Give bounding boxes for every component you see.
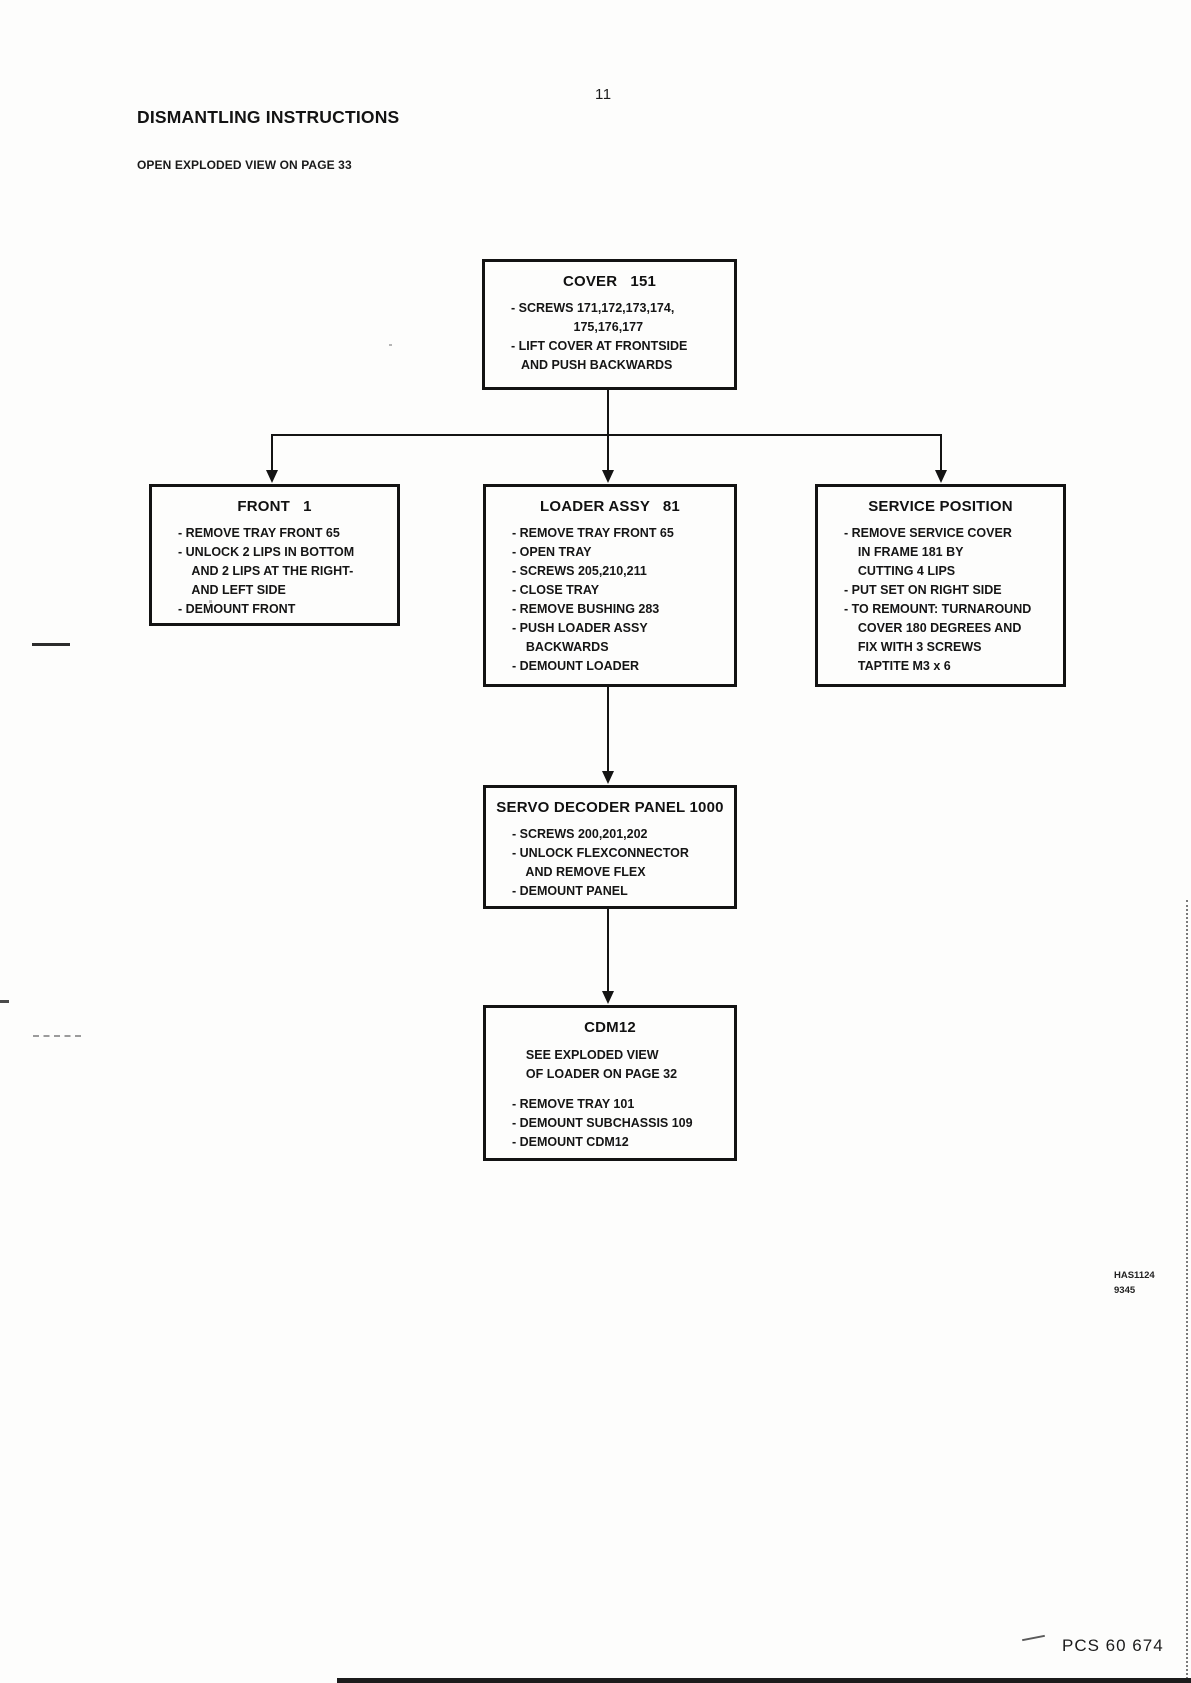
box-title: SERVO DECODER PANEL 1000	[496, 799, 724, 816]
instruction-line: - DEMOUNT PANEL	[512, 884, 628, 898]
instruction-line: AND REMOVE FLEX	[512, 865, 646, 879]
instruction-line: - REMOVE TRAY 101	[512, 1097, 635, 1111]
flowchart-box-cdm12: CDM12 SEE EXPLODED VIEW OF LOADER ON PAG…	[483, 1005, 737, 1161]
connector-loader-to-servo	[607, 687, 609, 771]
page-title: DISMANTLING INSTRUCTIONS	[137, 107, 400, 127]
document-code-line1: HAS1124	[1114, 1270, 1155, 1281]
instruction-line: - SCREWS 205,210,211	[512, 564, 647, 578]
instruction-line: - DEMOUNT FRONT	[178, 602, 296, 616]
box-instructions: - SCREWS 200,201,202 - UNLOCK FLEXCONNECT…	[486, 825, 734, 901]
box-instructions: - REMOVE TRAY FRONT 65 - UNLOCK 2 LIPS IN…	[152, 524, 397, 619]
instruction-line: - PUSH LOADER ASSY	[512, 621, 648, 635]
instruction-line: - OPEN TRAY	[512, 545, 592, 559]
scan-artifact-left-dashed	[33, 1035, 81, 1037]
connector-to-front	[271, 436, 273, 470]
scan-artifact-squiggle	[1022, 1634, 1045, 1642]
box-instructions: - REMOVE TRAY 101 - DEMOUNT SUBCHASSIS 10…	[486, 1095, 734, 1152]
instruction-line: BACKWARDS	[512, 640, 609, 654]
connector-arrowhead-servo	[602, 771, 614, 784]
page-subtitle: OPEN EXPLODED VIEW ON PAGE 33	[137, 158, 352, 172]
box-title: LOADER ASSY 81	[540, 498, 680, 515]
connector-arrowhead-front	[266, 470, 278, 483]
instruction-line: - SCREWS 200,201,202	[512, 827, 648, 841]
instruction-line: - TO REMOUNT: TURNAROUND	[844, 602, 1032, 616]
instruction-line: - DEMOUNT SUBCHASSIS 109	[512, 1116, 693, 1130]
instruction-line: - UNLOCK 2 LIPS IN BOTTOM	[178, 545, 355, 559]
connector-arrowhead-cdm12	[602, 991, 614, 1004]
instruction-line: CUTTING 4 LIPS	[844, 564, 956, 578]
instruction-line: - REMOVE SERVICE COVER	[844, 526, 1012, 540]
instruction-line: - UNLOCK FLEXCONNECTOR	[512, 846, 689, 860]
connector-to-service	[940, 436, 942, 470]
instruction-line: - REMOVE TRAY FRONT 65	[512, 526, 674, 540]
document-code-line2: 9345	[1114, 1285, 1136, 1296]
scan-artifact-left-tick	[0, 1000, 9, 1003]
scan-artifact-right-dotted-edge	[1186, 900, 1188, 1683]
instruction-line: 175,176,177	[511, 320, 644, 334]
instruction-line: TAPTITE M3 x 6	[844, 659, 951, 673]
page-number: 11	[595, 86, 612, 103]
instruction-line: AND PUSH BACKWARDS	[511, 358, 673, 372]
instruction-line: AND 2 LIPS AT THE RIGHT-	[178, 564, 354, 578]
box-title: FRONT 1	[237, 498, 312, 515]
box-title: CDM12	[584, 1019, 636, 1036]
instruction-line: AND LEFT SIDE	[178, 583, 286, 597]
flowchart-box-servo-decoder-panel-1000: SERVO DECODER PANEL 1000 - SCREWS 200,20…	[483, 785, 737, 909]
connector-arrowhead-service	[935, 470, 947, 483]
box-instructions: - REMOVE SERVICE COVER IN FRAME 181 BY C…	[818, 524, 1063, 676]
instruction-line: - REMOVE TRAY FRONT 65	[178, 526, 340, 540]
scan-artifact-bottom-line	[337, 1678, 1191, 1683]
flowchart-box-loader-assy-81: LOADER ASSY 81 - REMOVE TRAY FRONT 65 - O…	[483, 484, 737, 687]
box-instructions: - REMOVE TRAY FRONT 65 - OPEN TRAY - SCREW…	[486, 524, 734, 676]
connector-cover-down	[607, 390, 609, 435]
flowchart-box-service-position: SERVICE POSITION - REMOVE SERVICE COVER …	[815, 484, 1066, 687]
connector-branch-bar	[271, 434, 942, 436]
scan-artifact-left-dash	[32, 643, 70, 646]
instruction-line: - DEMOUNT CDM12	[512, 1135, 629, 1149]
box-title: SERVICE POSITION	[868, 498, 1013, 515]
instruction-line: FIX WITH 3 SCREWS	[844, 640, 982, 654]
instruction-line: - PUT SET ON RIGHT SIDE	[844, 583, 1002, 597]
connector-to-loader	[607, 436, 609, 470]
document-code: HAS1124 9345	[1114, 1268, 1155, 1298]
part-number: PCS 60 674	[1062, 1636, 1164, 1655]
box-title: COVER 151	[562, 273, 657, 290]
instruction-line: - REMOVE BUSHING 283	[512, 602, 660, 616]
instruction-line: IN FRAME 181 BY	[844, 545, 964, 559]
instruction-line: - LIFT COVER AT FRONTSIDE	[511, 339, 688, 353]
instruction-line: - DEMOUNT LOADER	[512, 659, 640, 673]
connector-arrowhead-loader	[602, 470, 614, 483]
scan-artifact-speck	[209, 600, 212, 603]
scan-artifact-speck	[389, 344, 392, 346]
instruction-line: COVER 180 DEGREES AND	[844, 621, 1022, 635]
instruction-line: - SCREWS 171,172,173,174,	[511, 301, 675, 315]
connector-servo-to-cdm12	[607, 909, 609, 991]
flowchart-box-cover-151: COVER 151 - SCREWS 171,172,173,174, 175,…	[482, 259, 737, 390]
instruction-line: OF LOADER ON PAGE 32	[512, 1067, 678, 1081]
flowchart-box-front-1: FRONT 1 - REMOVE TRAY FRONT 65 - UNLOCK 2…	[149, 484, 400, 626]
box-instructions: - SCREWS 171,172,173,174, 175,176,177 - L…	[485, 299, 734, 375]
box-note: SEE EXPLODED VIEW OF LOADER ON PAGE 32	[486, 1046, 734, 1084]
instruction-line: - CLOSE TRAY	[512, 583, 600, 597]
instruction-line: SEE EXPLODED VIEW	[512, 1048, 659, 1062]
